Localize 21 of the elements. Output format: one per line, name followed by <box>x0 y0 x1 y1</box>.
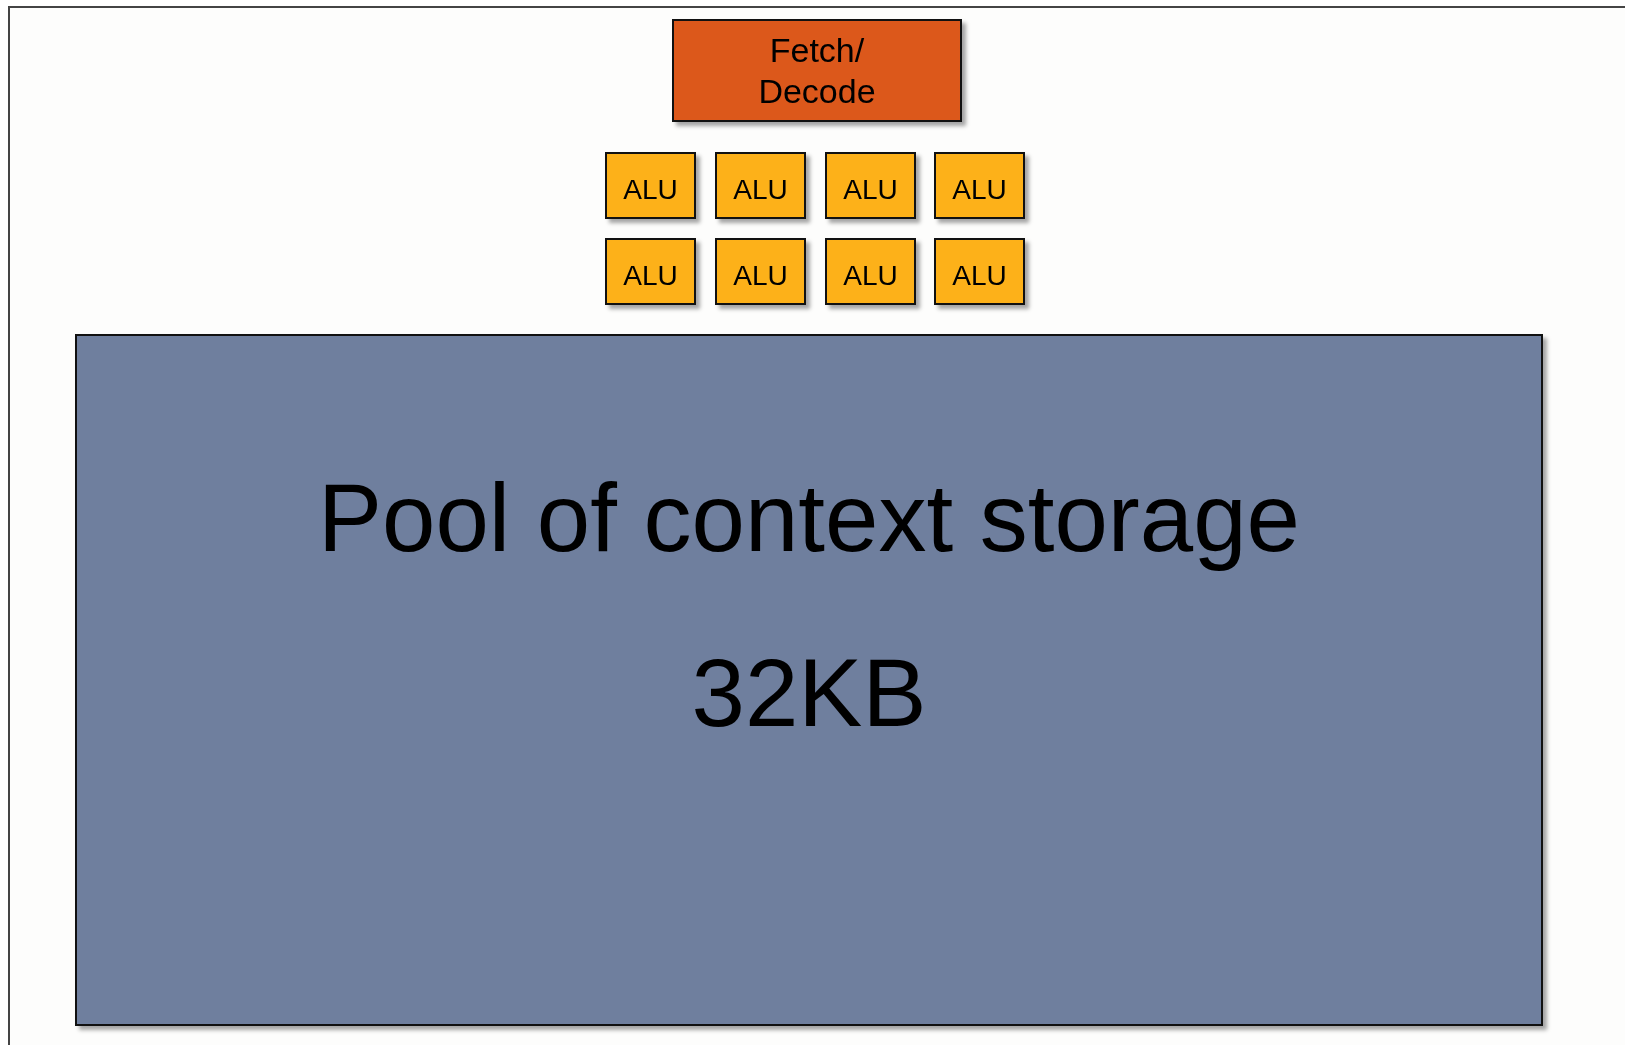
box-label: ALU <box>733 172 788 207</box>
alu-box <box>825 238 916 305</box>
alu-box <box>715 238 806 305</box>
box-label: ALU <box>733 258 788 293</box>
storage-title: Pool of context storage <box>318 462 1300 573</box>
box-label: ALU <box>843 172 898 207</box>
box-label: ALU <box>952 258 1007 293</box>
alu-box <box>825 152 916 219</box>
alu-box <box>605 152 696 219</box>
box-label: ALU <box>623 172 678 207</box>
box-label: ALU <box>843 258 898 293</box>
alu-box <box>934 152 1025 219</box>
box-label: Fetch/ Decode <box>757 29 877 112</box>
fetch-decode-box <box>672 19 962 122</box>
box-label: ALU <box>623 258 678 293</box>
alu-box <box>715 152 806 219</box>
alu-box <box>934 238 1025 305</box>
box-label: ALU <box>952 172 1007 207</box>
storage-pool-box <box>75 334 1543 1026</box>
storage-size: 32KB <box>691 638 927 748</box>
alu-box <box>605 238 696 305</box>
